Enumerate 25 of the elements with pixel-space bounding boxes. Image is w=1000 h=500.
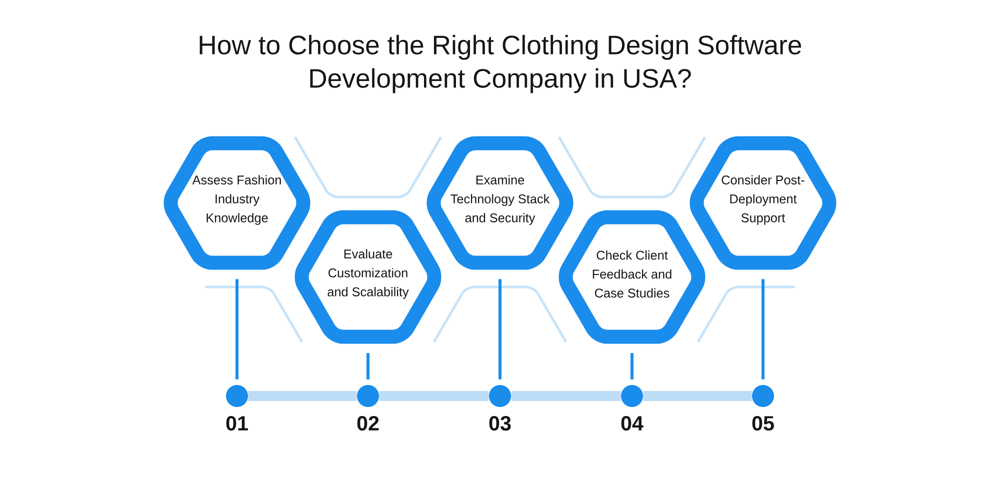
connector-line xyxy=(762,279,764,380)
connector-line xyxy=(630,353,634,380)
connector-line xyxy=(366,353,370,380)
hexagon: Examine Technology Stack and Security xyxy=(426,136,574,270)
step-number: 04 xyxy=(621,416,644,431)
timeline-dot xyxy=(357,385,379,407)
timeline-dot xyxy=(621,385,643,407)
hexagon: Evaluate Customization and Scalability xyxy=(294,210,442,344)
timeline-dot xyxy=(226,385,248,407)
hexagon: Assess Fashion Industry Knowledge xyxy=(164,136,310,270)
step-number: 01 xyxy=(226,416,248,431)
connector-line xyxy=(643,391,752,401)
hexagon: Check Client Feedback and Case Studies xyxy=(558,210,706,344)
connector-line xyxy=(248,391,357,401)
timeline-dot xyxy=(489,385,511,407)
connector-line xyxy=(236,279,238,380)
connector-line xyxy=(498,279,502,380)
step-number: 05 xyxy=(752,416,774,431)
connector-line xyxy=(511,391,621,401)
connector-line xyxy=(379,391,489,401)
step-number: 03 xyxy=(489,416,511,431)
step-number: 02 xyxy=(357,416,379,431)
title: How to Choose the Right Clothing Design Software Development Company in USA? xyxy=(200,34,802,94)
timeline-dot xyxy=(752,385,774,407)
hexagon: Consider Post-Deployment Support xyxy=(690,136,836,270)
